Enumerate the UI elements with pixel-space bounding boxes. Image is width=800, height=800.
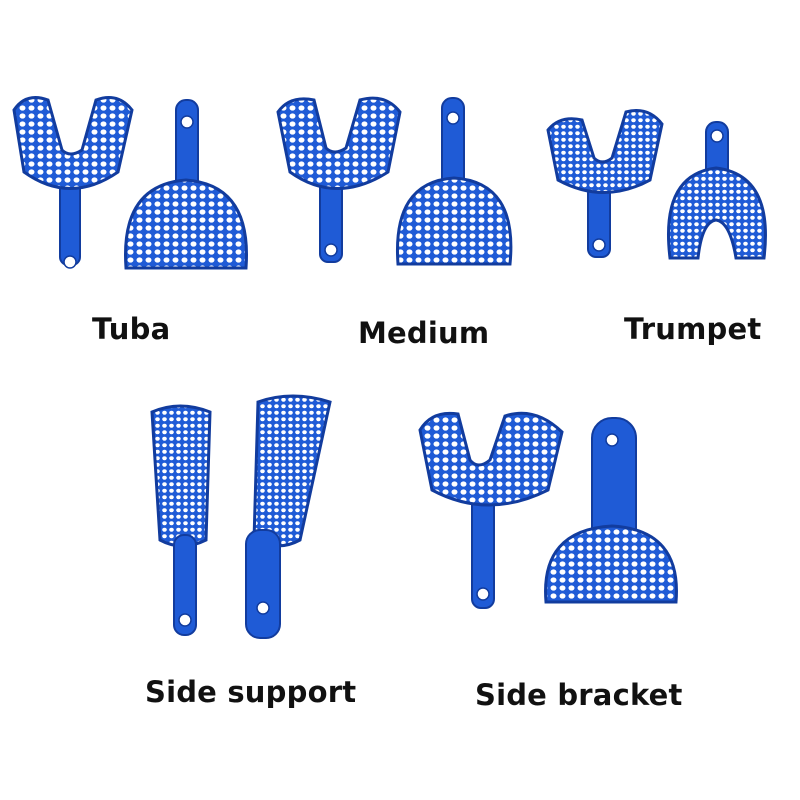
label-trumpet: Trumpet	[624, 312, 762, 346]
side-bracket-upper-tray	[418, 411, 564, 609]
label-side-support: Side support	[145, 675, 357, 709]
trumpet-lower-tray	[667, 121, 767, 260]
tuba-lower-tray	[124, 99, 248, 270]
label-medium: Medium	[358, 316, 490, 350]
trumpet-upper-tray	[546, 109, 664, 258]
medium-lower-tray	[395, 97, 513, 266]
tuba-upper-tray	[12, 96, 134, 269]
label-tuba: Tuba	[92, 312, 171, 346]
side-support-tray-left	[150, 404, 212, 636]
medium-upper-tray	[276, 96, 402, 263]
side-support-tray-right	[245, 394, 332, 639]
label-side-bracket: Side bracket	[475, 678, 683, 712]
side-bracket-lower-tray	[544, 417, 678, 604]
